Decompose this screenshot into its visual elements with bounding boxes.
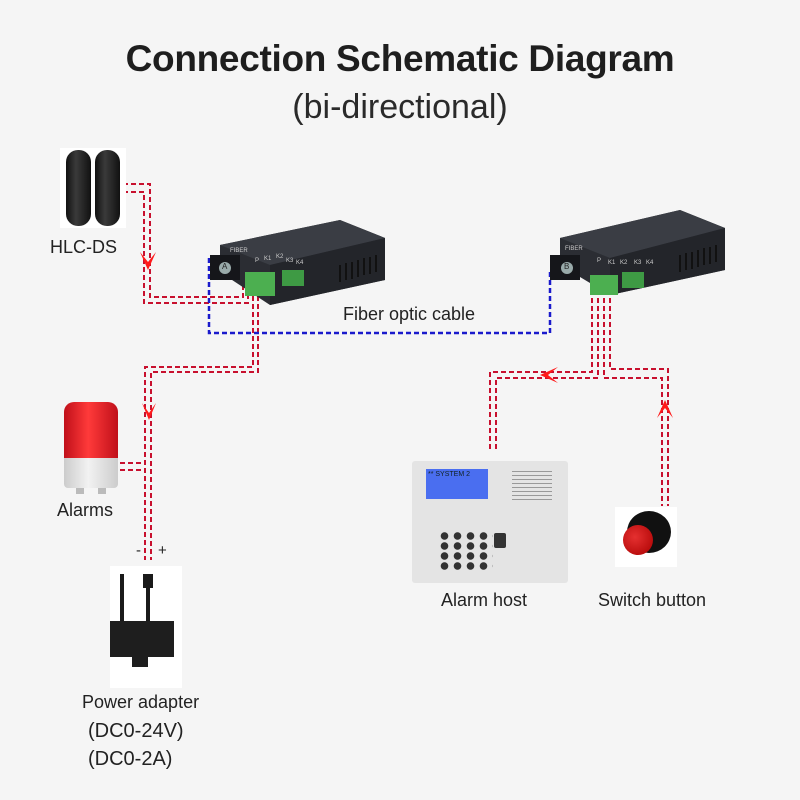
converter-b: FIBER B P K1 K2 K3 K4 (540, 200, 730, 297)
hlc-ds-detector (60, 148, 126, 228)
alarm-host-label: Alarm host (441, 590, 528, 610)
arrow-down-icon (142, 403, 156, 420)
detector-left (66, 150, 91, 226)
switch-button-label: Switch button (598, 590, 707, 610)
converter-b-fiber-port: B (564, 262, 570, 271)
alarm-light (62, 402, 120, 494)
alarm-host-speaker (512, 471, 552, 501)
wire-switch-a (603, 290, 663, 506)
power-adapter (110, 566, 182, 688)
wire-alarm-a (144, 280, 254, 560)
power-adapter-label: Power adapter (82, 692, 200, 712)
switch-button (615, 507, 677, 567)
polarity-plus: + (158, 542, 167, 559)
converter-b-p-label: P (597, 258, 602, 264)
power-adapter-graphic (110, 574, 174, 667)
wire-host-a (489, 290, 593, 450)
alarm-host: ** SYSTEM 2 (412, 461, 568, 583)
polarity-minus: - (136, 542, 141, 559)
hlc-ds-label: HLC-DS (50, 237, 118, 257)
alarm-host-lcd: ** SYSTEM 2 (426, 469, 488, 499)
alarm-host-func-key (494, 533, 506, 548)
detector-right (95, 150, 120, 226)
alarm-light-foot-right (98, 488, 106, 494)
arrow-up-icon (657, 400, 673, 418)
power-adapter-voltage: (DC0-24V) (88, 720, 184, 742)
wire-alarm-b (150, 280, 259, 560)
converter-a-body (210, 220, 385, 305)
converter-b-k1-label: K1 (608, 260, 616, 266)
alarm-light-foot-left (76, 488, 84, 494)
alarm-light-base (64, 458, 118, 488)
converter-a-k1-label: K1 (264, 256, 272, 262)
arrow-down-icon (140, 252, 156, 270)
converter-a-k4-label: K4 (296, 260, 304, 266)
arrow-left-icon (540, 367, 558, 383)
converter-a: FIBER A P K1 K2 K3 K4 (200, 210, 390, 305)
diagram-subtitle: (bi-directional) (292, 88, 508, 126)
converter-b-body (550, 210, 725, 297)
alarm-light-dome (64, 402, 118, 458)
power-adapter-current: (DC0-2A) (88, 748, 173, 770)
alarms-label: Alarms (57, 500, 114, 520)
diagram-title: Connection Schematic Diagram (125, 38, 675, 79)
alarm-host-keypad (438, 531, 493, 571)
converter-a-p-label: P (255, 258, 260, 264)
wire-switch-b (609, 290, 669, 506)
converter-b-fiber-label: FIBER (565, 246, 583, 252)
converter-a-fiber-port: A (222, 262, 228, 271)
switch-button-cap (623, 525, 653, 555)
converter-a-k2-label: K2 (276, 254, 284, 260)
converter-a-k3-label: K3 (286, 258, 294, 264)
wire-hlcds-a (123, 183, 244, 298)
converter-b-k3-label: K3 (634, 260, 642, 266)
converter-b-k4-label: K4 (646, 260, 654, 266)
converter-a-fiber-label: FIBER (230, 248, 248, 254)
wire-host-b (495, 290, 599, 450)
converter-b-k2-label: K2 (620, 260, 628, 266)
fiber-cable-label: Fiber optic cable (343, 304, 476, 324)
